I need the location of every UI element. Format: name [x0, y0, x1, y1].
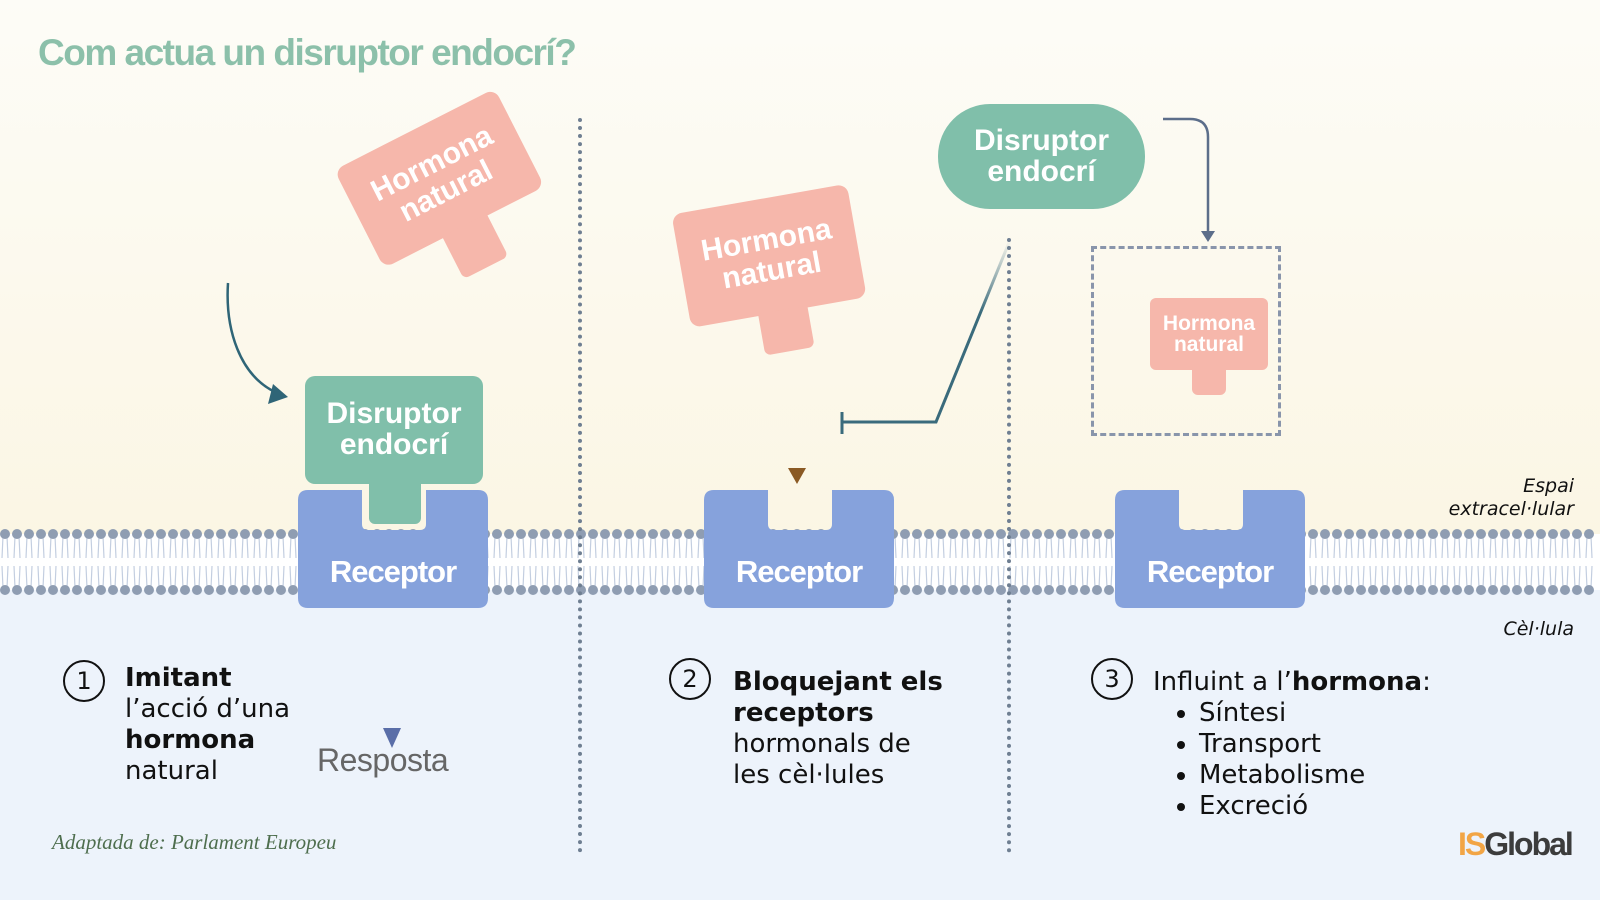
- list-item: Excreció: [1199, 791, 1431, 822]
- step-2-text-2: les cèl·lules: [733, 760, 885, 790]
- logo-global: Global: [1484, 826, 1574, 862]
- isglobal-logo: ISGlobal: [1458, 826, 1574, 863]
- list-item: Metabolisme: [1199, 760, 1431, 791]
- response-arrow-head: [383, 728, 401, 748]
- extracellular-label-line2: extracel·lular: [1448, 498, 1574, 520]
- divider-2: [1007, 238, 1011, 853]
- receptor-1: Receptor: [298, 490, 488, 608]
- step-1-bold-2: hormona: [125, 725, 256, 755]
- hormone-label-line1: Hormona: [1162, 311, 1256, 335]
- step-2-bold-2: receptors: [733, 698, 874, 728]
- list-item: Síntesi: [1199, 698, 1431, 729]
- step-2-text: Bloquejant els receptors hormonals de le…: [733, 667, 943, 791]
- influence-arrow-head: [1201, 231, 1215, 242]
- step-number-3: 3: [1091, 658, 1133, 700]
- step-1-bold-1: Imitant: [125, 663, 232, 693]
- step-1-text-2: natural: [125, 756, 218, 786]
- influence-arrow: [1163, 117, 1210, 232]
- inhibition-line: [842, 239, 1012, 424]
- receptor-label: Receptor: [1146, 554, 1274, 589]
- step-1-text: Imitant l’acció d’una hormona natural: [125, 663, 290, 787]
- hormone-small: Hormona natural: [1150, 298, 1268, 370]
- hormone-label-line2: natural: [1173, 333, 1244, 356]
- logo-is: IS: [1458, 826, 1486, 862]
- receptor-3: Receptor: [1115, 490, 1305, 608]
- step-2-text-1: hormonals de: [733, 729, 911, 759]
- hormone-influence-box: [1091, 246, 1281, 436]
- step-3-bold-1: hormona: [1291, 667, 1423, 697]
- response-label: Resposta: [317, 742, 449, 778]
- disruptor-label-line1: Disruptor: [326, 397, 462, 431]
- source-credit: Adaptada de: Parlament Europeu: [52, 830, 337, 854]
- step-number-1: 1: [63, 660, 105, 702]
- step-3-text-1: Influint a l’: [1153, 667, 1292, 697]
- hormone-stem: [1192, 368, 1226, 395]
- step-3-list: Síntesi Transport Metabolisme Excreció: [1153, 698, 1431, 822]
- step-1-text-1: l’acció d’una: [125, 694, 291, 724]
- divider-1: [578, 118, 582, 853]
- disruptor-label-line2: endocrí: [339, 428, 449, 461]
- extracellular-label-line1: Espai: [1523, 475, 1574, 497]
- receptor-2: Receptor: [704, 490, 894, 608]
- disruptor-label-line2: endocrí: [987, 154, 1096, 188]
- step-3-text: Influint a l’hormona: Síntesi Transport …: [1153, 667, 1431, 822]
- step-2-bold-1: Bloquejant els: [733, 667, 943, 697]
- mimic-arrow: [226, 282, 276, 394]
- step-number-2: 2: [669, 658, 711, 700]
- hormone-rotated-2: Hormona natural: [671, 183, 874, 372]
- disruptor-bound: Disruptor endocrí: [305, 376, 483, 484]
- hormone-arrow-head: [788, 468, 806, 484]
- list-item: Transport: [1199, 729, 1431, 760]
- disruptor-free: Disruptor endocrí: [938, 104, 1145, 209]
- cell-label: Cèl·lula: [1503, 618, 1574, 640]
- receptor-label: Receptor: [735, 554, 863, 589]
- mimic-arrow-head: [268, 384, 288, 404]
- hormone-stem: [758, 305, 815, 356]
- receptor-label: Receptor: [329, 554, 457, 589]
- page-title: Com actua un disruptor endocrí?: [38, 32, 577, 73]
- step-3-text-2: :: [1422, 667, 1431, 697]
- disruptor-stem: [369, 482, 421, 524]
- disruptor-label-line1: Disruptor: [974, 123, 1109, 157]
- extracellular-label: Espai extracel·lular: [1449, 475, 1574, 521]
